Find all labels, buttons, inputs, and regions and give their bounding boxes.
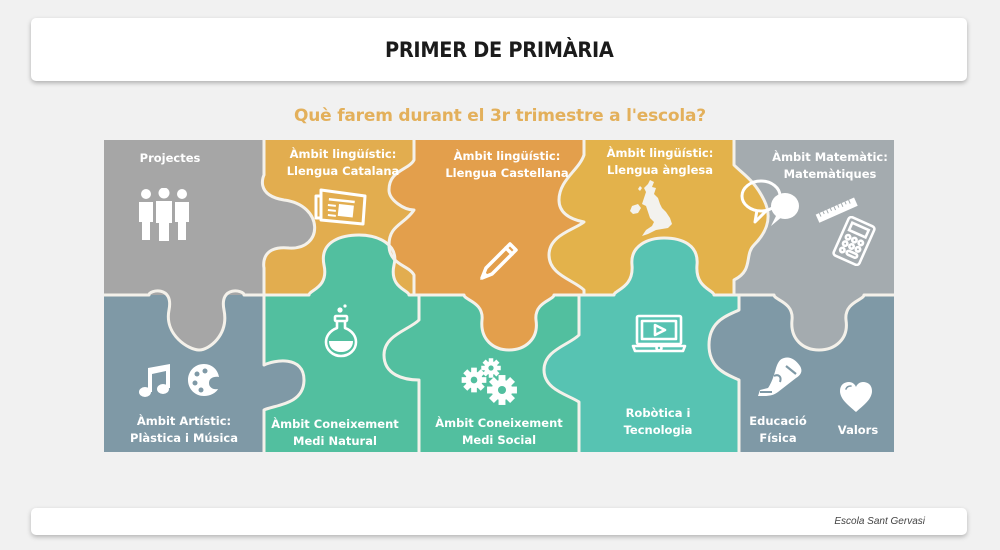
label-castellana: Àmbit lingüístic: Llengua Castellana — [445, 149, 569, 180]
pencil-icon — [480, 242, 518, 280]
label-robotica: Robòtica i Tecnologia — [623, 406, 693, 437]
sneaker-icon — [758, 357, 802, 396]
footer-card: Escola Sant Gervasi — [31, 508, 967, 535]
subtitle: Què farem durant el 3r trimestre a l'esc… — [294, 106, 706, 126]
calculator-icon — [832, 216, 876, 266]
label-catalana: Àmbit lingüístic: Llengua Catalana — [286, 147, 400, 178]
label-artistic: Àmbit Artístic: Plàstica i Música — [130, 414, 238, 445]
laptop-play-icon — [631, 314, 687, 353]
puzzle-board: Projectes Àmbit lingüístic: Llengua Cata… — [104, 140, 894, 452]
heart-icon — [840, 382, 872, 412]
label-educacio-fisica: Educació Física — [749, 414, 807, 445]
uk-map-icon — [630, 180, 672, 236]
footer-school-name: Escola Sant Gervasi — [834, 516, 925, 527]
flask-icon — [324, 304, 358, 358]
label-anglesa: Àmbit lingüístic: Llengua ànglesa — [606, 146, 714, 177]
label-valors: Valors — [837, 423, 879, 437]
palette-icon — [188, 364, 219, 396]
label-matematiques: Àmbit Matemàtic: Matemàtiques — [772, 150, 888, 181]
gears-icon — [461, 358, 517, 405]
ruler-icon — [815, 197, 858, 223]
page-title: PRIMER DE PRIMÀRIA — [384, 37, 614, 62]
header-card: PRIMER DE PRIMÀRIA — [31, 18, 967, 81]
music-note-icon — [139, 364, 170, 397]
label-social: Àmbit Coneixement Medi Social — [435, 416, 563, 447]
label-natural: Àmbit Coneixement Medi Natural — [271, 417, 399, 448]
newspaper-icon — [314, 188, 367, 226]
label-projectes: Projectes — [139, 151, 201, 165]
people-group-icon — [139, 188, 189, 241]
speech-bubbles-icon — [740, 179, 799, 226]
